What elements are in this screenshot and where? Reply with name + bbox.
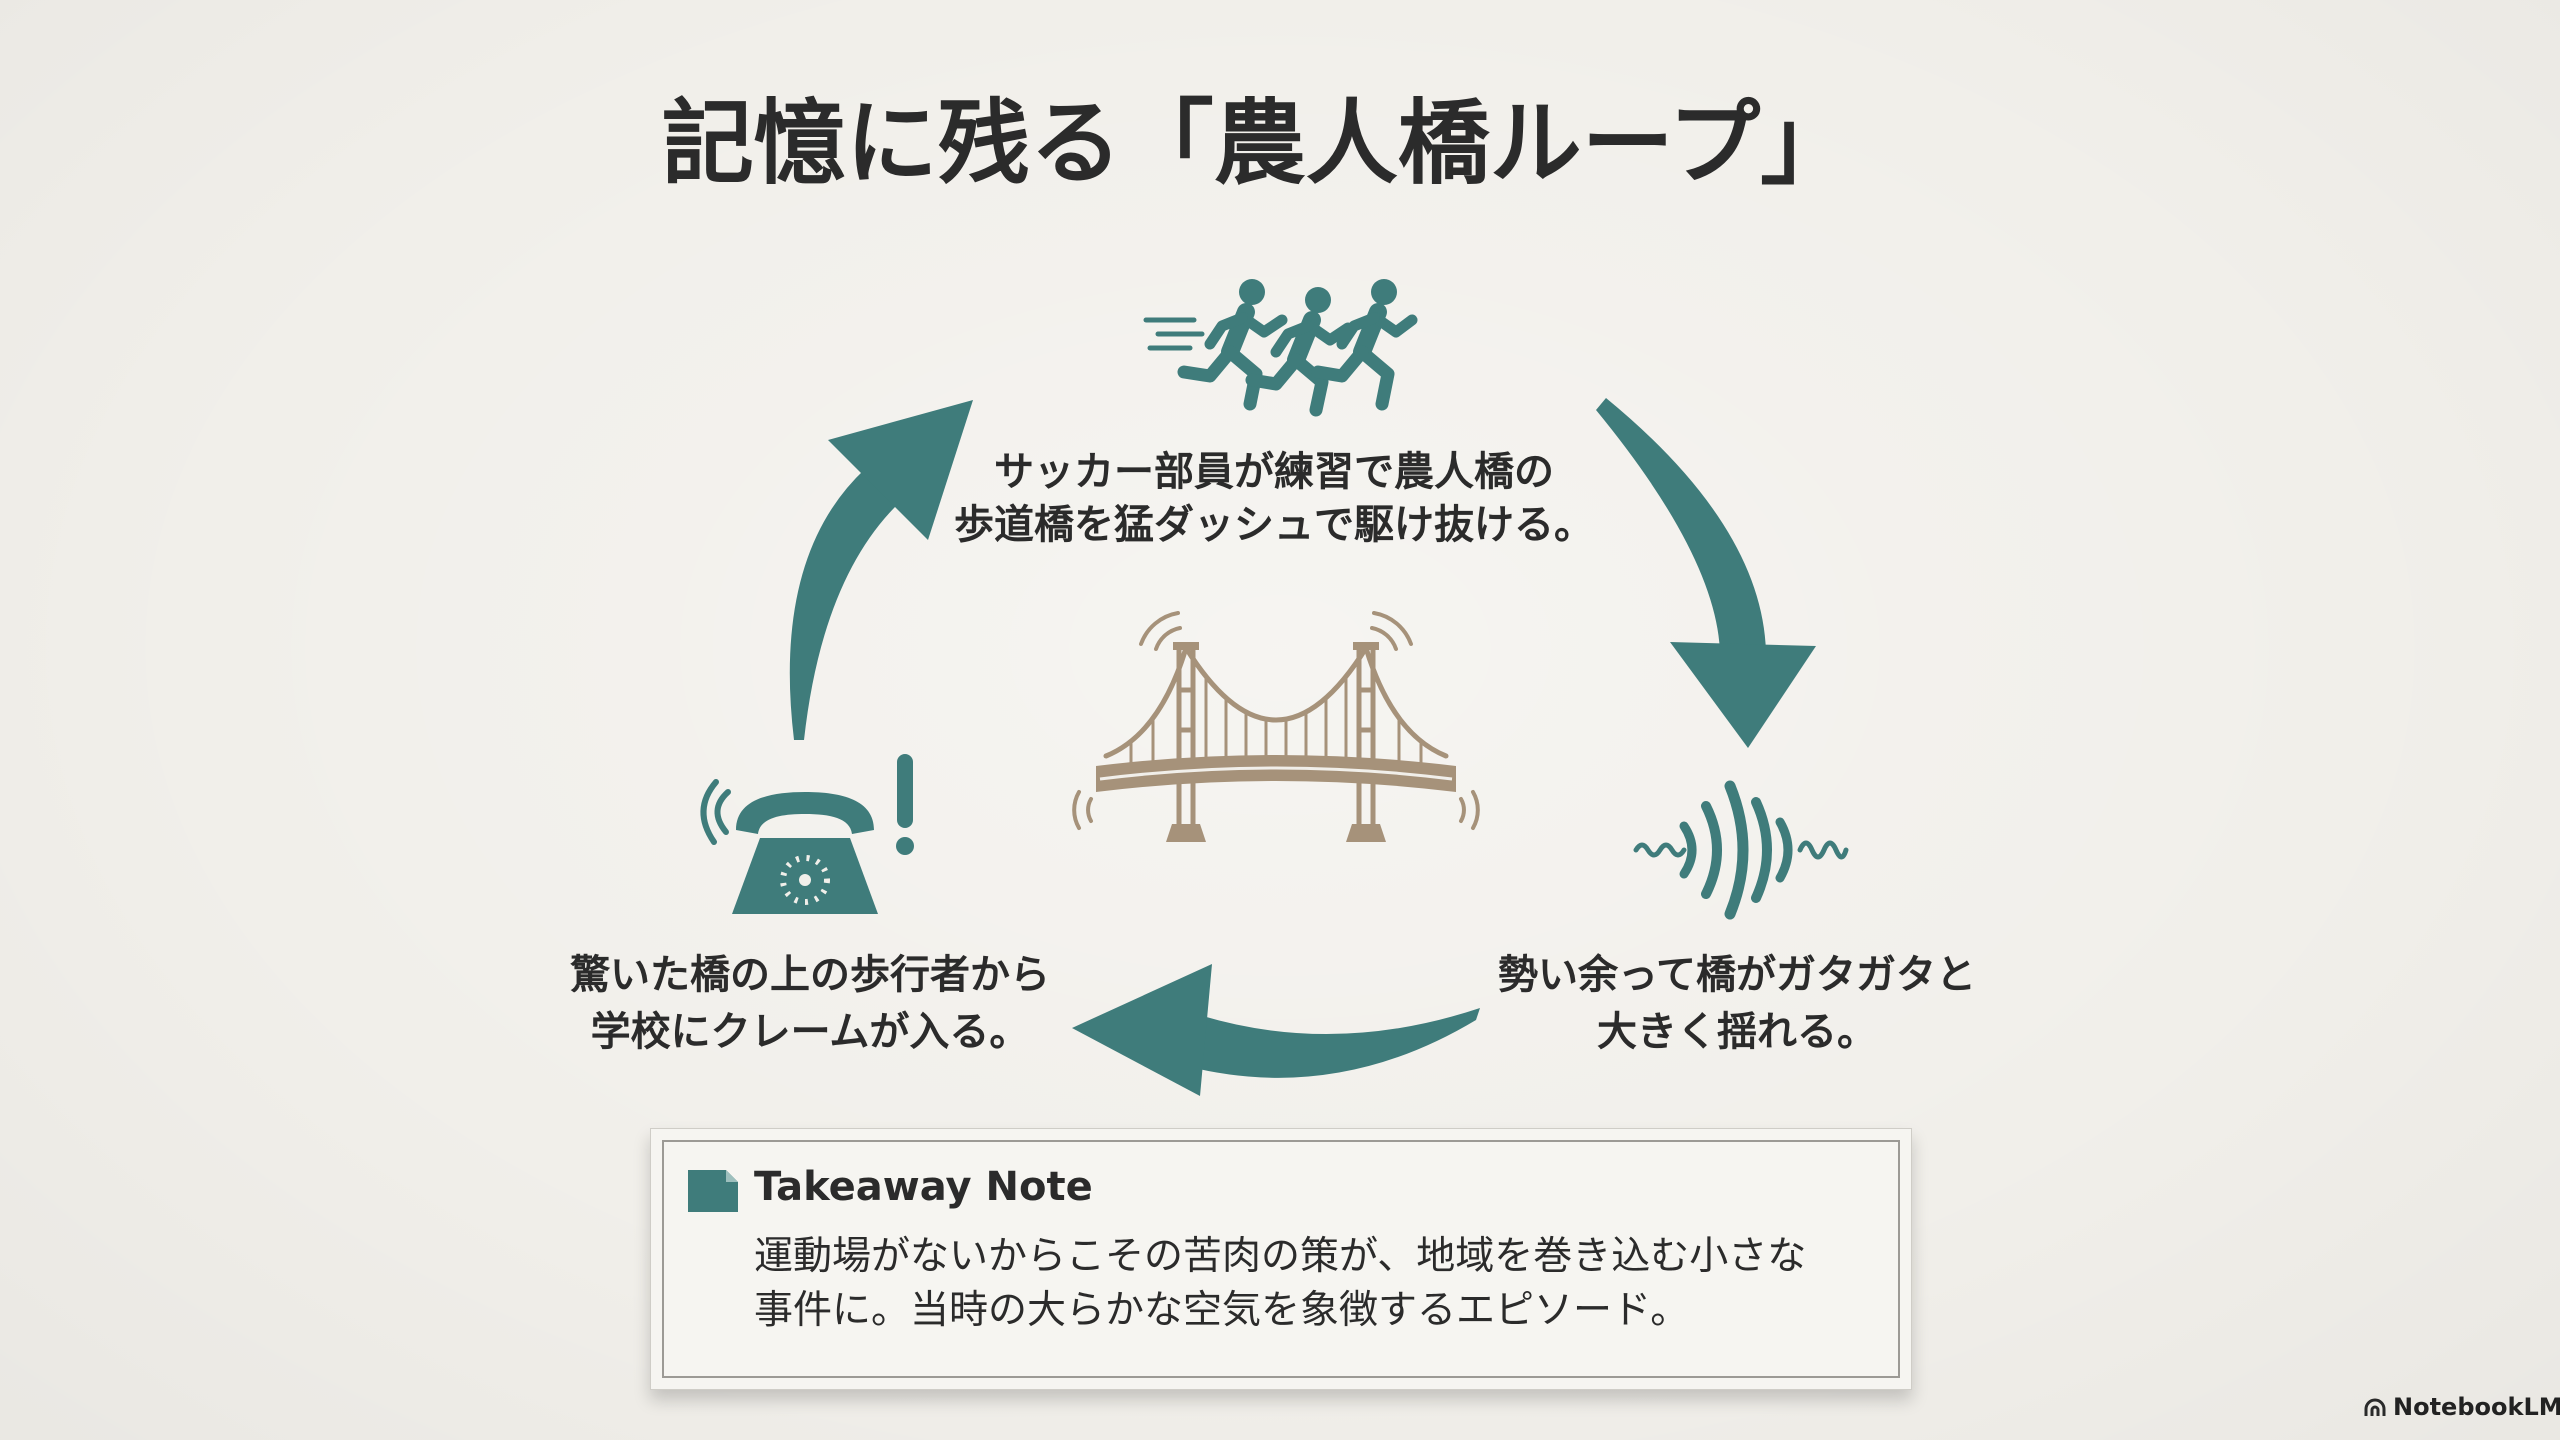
note-body: 運動場がないからこその苦肉の策が、地域を巻き込む小さな 事件に。当時の大らかな空…: [754, 1230, 1806, 1338]
arrow-head: [1670, 642, 1816, 748]
bridge-tower-left: [1166, 642, 1206, 842]
caption-line: 学校にクレームが入る。: [590, 1009, 1030, 1055]
vibration-wave-icon: [1633, 780, 1849, 920]
arrow-head: [1072, 964, 1212, 1096]
step-caption-shake: 勢い余って橋がガタガタと 大きく揺れる。: [1437, 947, 2037, 1061]
step-caption-complaint: 驚いた橋の上の歩行者から 学校にクレームが入る。: [510, 947, 1110, 1061]
bridge-tower-right: [1346, 642, 1386, 842]
bridge-deck: [1096, 755, 1456, 792]
bridge-deck-line: [1099, 766, 1453, 781]
rotary-dial: [780, 855, 830, 905]
caption-line: 歩道橋を猛ダッシュで駆け抜ける。: [954, 502, 1594, 548]
runners-icon: [1143, 279, 1418, 417]
curved-arrow-icon-right: [1596, 398, 1816, 748]
caption-line: サッカー部員が練習で農人橋の: [994, 449, 1554, 495]
slide-title: 記憶に残る「農人橋ループ」: [661, 90, 1853, 197]
note-heading: Takeaway Note: [754, 1164, 1093, 1210]
exclamation-mark: [897, 754, 913, 828]
rotary-dial-center: [799, 874, 811, 886]
exclamation-dot: [896, 837, 914, 855]
note-inner-border: [662, 1140, 1900, 1378]
telephone-handset: [736, 792, 874, 834]
takeaway-note-box: Takeaway Note 運動場がないからこその苦肉の策が、地域を巻き込む小さ…: [650, 1128, 1912, 1390]
ring-arcs: [700, 779, 731, 845]
shaking-bridge-icon: [1072, 611, 1480, 842]
arrow-body: [1596, 398, 1766, 652]
cycle-arrows: [789, 398, 1816, 1096]
curved-arrow-icon-bottom: [1072, 964, 1480, 1096]
notebooklm-logo-icon: [2364, 1398, 2386, 1416]
curved-arrow-icon-left: [789, 400, 973, 740]
ringing-telephone-icon: [700, 754, 914, 914]
runner-figure: [1177, 279, 1288, 411]
shake-marks: [1072, 611, 1480, 830]
caption-line: 驚いた橋の上の歩行者から: [570, 952, 1050, 998]
notebooklm-branding: NotebookLM: [2363, 1394, 2560, 1420]
arrow-body: [1186, 1008, 1480, 1078]
caption-line: 勢い余って橋がガタガタと: [1498, 952, 1976, 998]
note-line: 運動場がないからこその苦肉の策が、地域を巻き込む小さな: [754, 1234, 1807, 1279]
runner-figure: [1311, 279, 1418, 411]
bridge-cables: [1103, 645, 1449, 759]
note-icon: [688, 1170, 738, 1212]
arrow-body: [789, 469, 899, 740]
arrow-head: [828, 400, 973, 540]
runner-figure: [1245, 287, 1354, 417]
note-line: 事件に。当時の大らかな空気を象徴するエピソード。: [754, 1288, 1690, 1333]
caption-line: 大きく揺れる。: [1597, 1009, 1877, 1055]
step-caption-run: サッカー部員が練習で農人橋の 歩道橋を猛ダッシュで駆け抜ける。: [894, 446, 1654, 552]
speed-lines: [1143, 317, 1205, 351]
branding-label: NotebookLM: [2393, 1393, 2560, 1421]
